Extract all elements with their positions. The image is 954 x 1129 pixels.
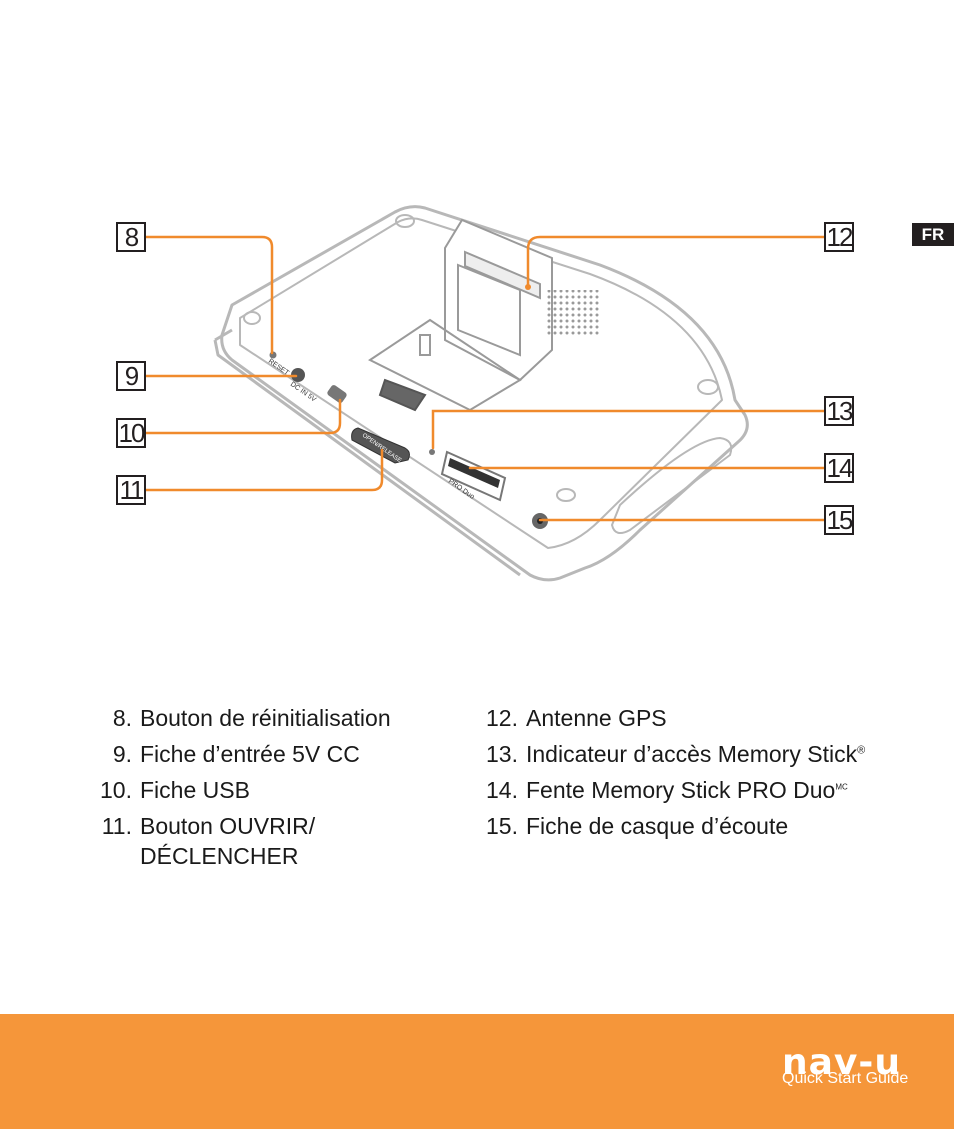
legend-item-10: 10. Fiche USB: [100, 777, 250, 803]
mc-mark: MC: [835, 782, 848, 792]
leader-lines: [144, 235, 826, 522]
leader-13: [431, 409, 826, 450]
legend-item-15: 15. Fiche de casque d’écoute: [486, 813, 789, 839]
leader-12: [526, 235, 826, 288]
legend-item-8: 8. Bouton de réinitialisation: [112, 705, 391, 731]
language-tab: FR: [912, 223, 954, 246]
callout-9: 9: [116, 361, 146, 391]
legend-item-13: 13. Indicateur d’accès Memory Stick®: [486, 741, 866, 767]
screw-holes: [243, 214, 719, 502]
device-diagram: RESET DC IN 5V OPEN/RELEASE PRO Duo: [144, 205, 826, 582]
callout-15: 15: [824, 505, 854, 535]
legend-right: 12. Antenne GPS 13. Indicateur d’accès M…: [474, 700, 865, 844]
nav-u-logo: nav-u: [782, 1042, 901, 1083]
callout-10: 10: [116, 418, 146, 448]
legend-left: 8. Bouton de réinitialisation 9. Fiche d…: [88, 700, 391, 871]
side-ports: [269, 351, 548, 529]
leader-10: [144, 398, 342, 435]
callout-13: 13: [824, 396, 854, 426]
callout-14: 14: [824, 453, 854, 483]
speaker-grille: [545, 290, 600, 335]
gps-antenna-drawing: [368, 218, 553, 412]
quick-start-guide-label: Quick Start Guide: [782, 1070, 909, 1087]
callout-11: 11: [116, 475, 146, 505]
legend-item-12: 12. Antenne GPS: [486, 705, 667, 731]
leader-8: [144, 235, 274, 355]
callout-8: 8: [116, 222, 146, 252]
registered-mark: ®: [857, 744, 866, 757]
legend-item-14: 14. Fente Memory Stick PRO DuoMC: [486, 777, 848, 803]
legend-item-9: 9. Fiche d’entrée 5V CC: [112, 741, 360, 767]
callout-12: 12: [824, 222, 854, 252]
leader-endpoints: [525, 284, 531, 290]
legend-item-11-cont: DÉCLENCHER: [140, 843, 299, 869]
legend-item-11: 11. Bouton OUVRIR/: [101, 813, 316, 839]
reset-marking: RESET: [267, 358, 291, 378]
footer-bar: [0, 1014, 954, 1129]
leader-11: [144, 448, 384, 492]
